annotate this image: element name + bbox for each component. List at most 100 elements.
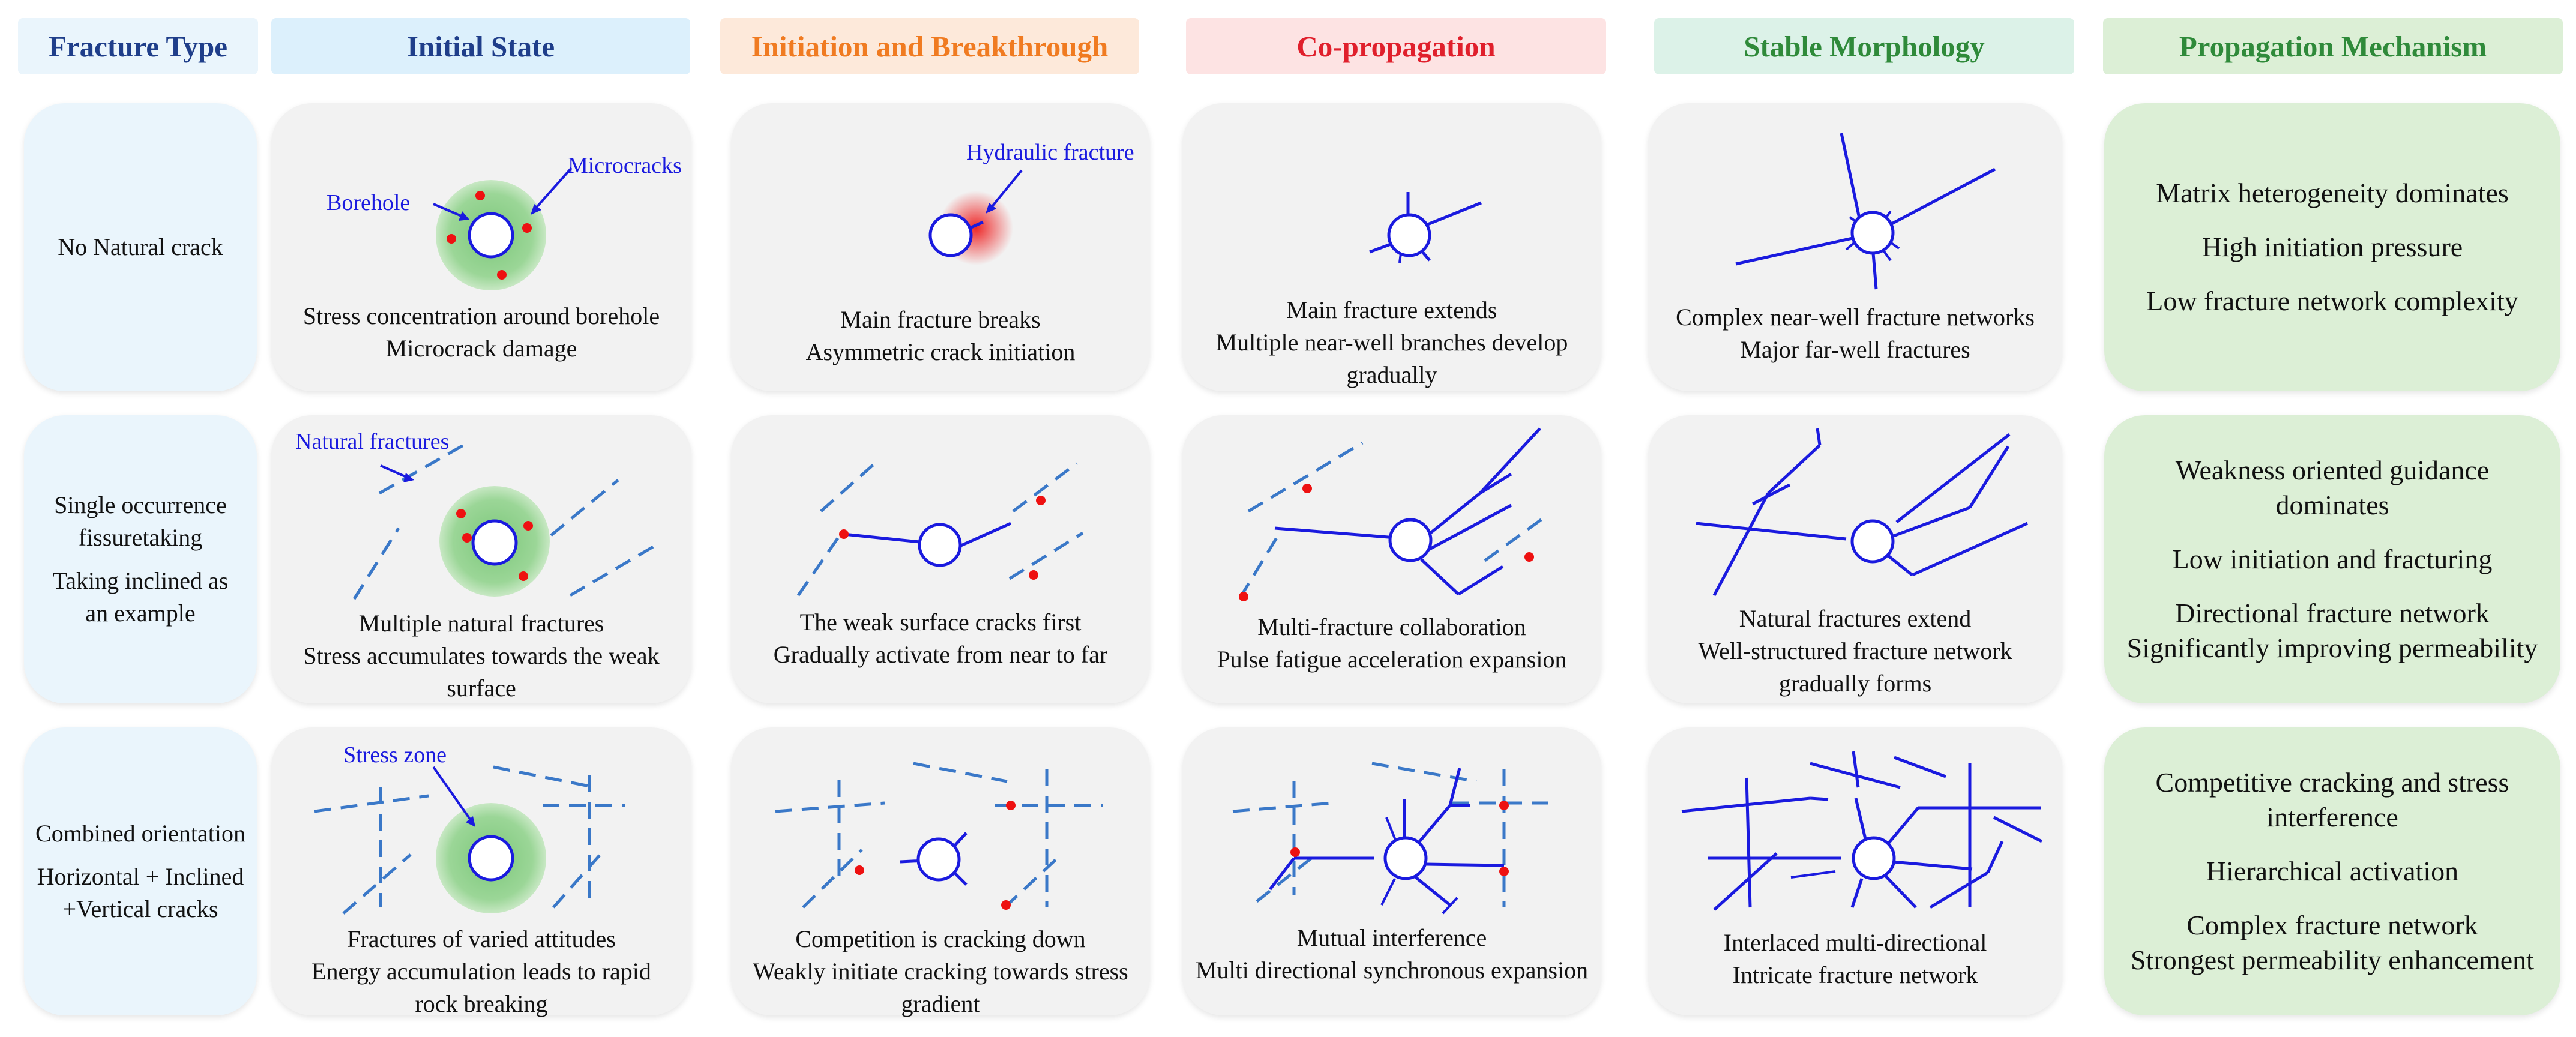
- damage-point: [1499, 867, 1509, 876]
- fracture-type-label: fissuretaking: [78, 524, 203, 551]
- well-structured-network-diagram: [1696, 428, 2029, 597]
- cell-co-propagation-single: Multi-fracture collaboration Pulse fatig…: [1182, 415, 1601, 703]
- varied-attitude-fractures-diagram: Stress zone: [314, 742, 625, 915]
- cell-stable-morphology-combined: Interlaced multi-directional Intricate f…: [1648, 727, 2062, 1015]
- hydraulic-fracture-label: Hydraulic fracture: [966, 140, 1134, 165]
- fracture-type-cell-single-occurrence: Single occurrence fissuretaking Taking i…: [24, 415, 257, 703]
- header-propagation-mechanism: Propagation Mechanism: [2103, 18, 2563, 74]
- damage-point: [1006, 801, 1016, 810]
- fracture-type-label: Single occurrence: [54, 491, 227, 518]
- cell-text-line: Multiple natural fractures: [358, 610, 604, 637]
- cell-initial-state-single: Natural fractures Multiple natural fract…: [271, 415, 691, 703]
- borehole: [1388, 518, 1433, 562]
- main-fracture-initiation-diagram: Hydraulic fracture: [928, 140, 1134, 265]
- fracture-type-label: Taking inclined as: [52, 567, 229, 594]
- weak-surface-cracking-diagram: [796, 462, 1084, 597]
- cell-text-line: gradually forms: [1778, 670, 1932, 697]
- mechanism-item: Matrix heterogeneity dominates: [2156, 178, 2509, 208]
- damage-point: [1036, 496, 1046, 505]
- borehole: [468, 835, 514, 882]
- cell-text-line: Microcrack damage: [385, 335, 577, 362]
- borehole: [918, 523, 962, 567]
- cell-text-line: Multiple near-well branches develop: [1215, 329, 1568, 356]
- cell-co-propagation-combined: Mutual interference Multi directional sy…: [1182, 727, 1601, 1015]
- cell-text-line: Interlaced multi-directional: [1723, 929, 1987, 956]
- fracture-type-label: Combined orientation: [35, 820, 245, 847]
- cell-text-line: Intricate fracture network: [1732, 961, 1978, 988]
- microcrack-point: [523, 521, 533, 531]
- mechanism-cell-no-natural: Matrix heterogeneity dominates High init…: [2104, 103, 2560, 391]
- damage-point: [839, 529, 849, 539]
- cell-co-propagation-no-natural: Main fracture extends Multiple near-well…: [1182, 103, 1601, 391]
- cell-stable-morphology-single: Natural fractures extend Well-structured…: [1648, 415, 2062, 703]
- cell-text-line: Fractures of varied attitudes: [347, 925, 616, 952]
- damage-point: [1001, 900, 1011, 910]
- stress-zone-label: Stress zone: [343, 742, 447, 768]
- cell-text-line: gradient: [901, 990, 980, 1017]
- microcrack-point: [519, 571, 528, 581]
- cell-text-line: Gradually activate from near to far: [773, 641, 1108, 668]
- cell-text-line: Competition is cracking down: [795, 925, 1086, 952]
- borehole: [928, 213, 973, 257]
- borehole: [916, 837, 961, 882]
- main-fracture-extension-diagram: [1369, 192, 1482, 263]
- mutual-interference-diagram: [1232, 762, 1548, 915]
- competitive-cracking-diagram: [775, 762, 1103, 910]
- cell-text-line: Multi directional synchronous expansion: [1195, 957, 1589, 984]
- microcrack-point: [522, 223, 532, 233]
- damage-point: [1499, 801, 1509, 810]
- hydraulic-fracture-arrow: [988, 169, 1023, 211]
- fracture-type-cell-no-natural-crack: No Natural crack: [24, 103, 257, 391]
- borehole: [1852, 836, 1896, 880]
- microcrack-point: [475, 191, 485, 200]
- microcracks-label: Microcracks: [568, 153, 682, 178]
- cell-text-line: Stress accumulates towards the weak: [303, 642, 660, 669]
- cell-initial-state-no-natural: Borehole Microcracks Stress concentratio…: [271, 103, 691, 391]
- fracture-type-label: an example: [85, 600, 196, 627]
- natural-fractures-initial-diagram: Natural fractures: [295, 429, 655, 600]
- borehole: [1383, 836, 1428, 880]
- header-co-propagation: Co-propagation: [1186, 18, 1606, 74]
- cell-text-line: Main fracture breaks: [840, 306, 1041, 333]
- microcracks-arrow: [532, 167, 573, 212]
- cell-initiation-single: The weak surface cracks first Gradually …: [731, 415, 1150, 703]
- near-well-network-diagram: [1735, 133, 1996, 290]
- stress-zone-arrow: [432, 766, 474, 825]
- damage-point: [1524, 552, 1534, 562]
- microcrack-point: [447, 234, 456, 244]
- damage-point: [1290, 847, 1300, 857]
- cell-text-line: gradually: [1346, 361, 1437, 388]
- cell-text-line: rock breaking: [415, 990, 548, 1017]
- interlaced-network-diagram: [1681, 751, 2043, 911]
- cell-text-line: Major far-well fractures: [1740, 336, 1970, 363]
- cell-text-line: Stress concentration around borehole: [302, 302, 660, 329]
- damage-point: [855, 865, 864, 875]
- cell-text-line: Well-structured fracture network: [1698, 637, 2012, 664]
- fracture-type-label: Horizontal + Inclined: [37, 863, 244, 890]
- cell-initiation-combined: Competition is cracking down Weakly init…: [731, 727, 1150, 1017]
- damage-point: [1029, 570, 1038, 580]
- natural-fracture: [378, 443, 465, 495]
- natural-fracture: [550, 479, 619, 537]
- natural-fractures-label: Natural fractures: [295, 429, 449, 454]
- microcrack-point: [456, 509, 466, 518]
- borehole-label: Borehole: [327, 190, 410, 215]
- cell-initiation-no-natural: Hydraulic fracture Main fracture breaks …: [731, 103, 1150, 391]
- borehole: [1850, 519, 1895, 564]
- mechanism-item: High initiation pressure: [2201, 232, 2463, 262]
- multi-fracture-collaboration-diagram: [1238, 427, 1547, 601]
- cell-text-line: Main fracture extends: [1286, 296, 1497, 323]
- borehole: [1387, 213, 1431, 257]
- cell-text-line: Pulse fatigue acceleration expansion: [1217, 646, 1567, 673]
- borehole: [1850, 211, 1895, 255]
- borehole: [468, 212, 514, 259]
- microcrack-point: [497, 270, 507, 280]
- fracture-type-cell-combined: Combined orientation Horizontal + Inclin…: [24, 727, 257, 1015]
- natural-fracture: [352, 527, 400, 600]
- cell-text-line: Natural fractures extend: [1739, 605, 1972, 632]
